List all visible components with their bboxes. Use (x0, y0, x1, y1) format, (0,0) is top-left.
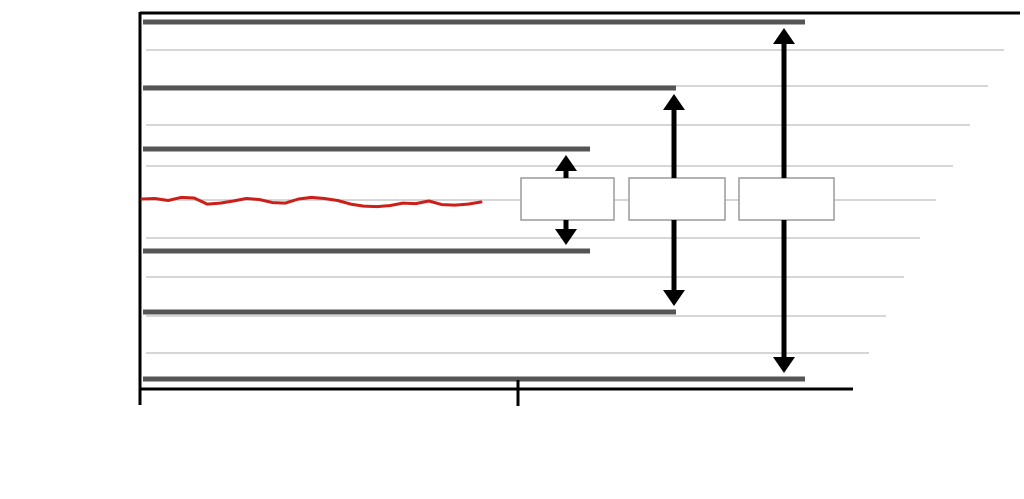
band-label-box (628, 177, 726, 221)
band-label-box (738, 177, 835, 221)
band-arrow-head-down (773, 357, 795, 373)
band-arrow-head-down (555, 229, 577, 245)
series-line (140, 195, 483, 209)
band-arrow-head-down (663, 290, 685, 306)
series-lines (140, 195, 483, 209)
band-arrows (555, 28, 795, 373)
band-label-boxes (520, 177, 835, 221)
band-arrow-head-up (663, 94, 685, 110)
band-arrow-head-up (773, 28, 795, 44)
band-label-box (520, 177, 615, 221)
band-arrow-head-up (555, 155, 577, 171)
axes (138, 11, 1020, 406)
band-lines (143, 19, 805, 382)
